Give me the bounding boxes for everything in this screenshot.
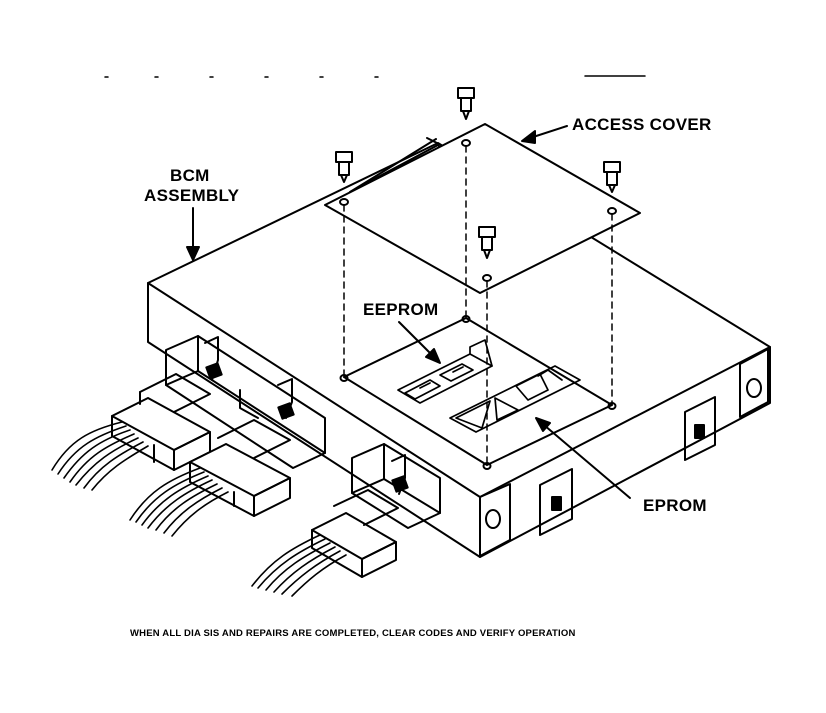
- chip-area: [339, 315, 617, 470]
- wire-harness-icon: [251, 534, 347, 597]
- screw-icon: [603, 161, 621, 193]
- wire-harness-icon: [129, 467, 229, 537]
- scan-marks: [104, 75, 646, 78]
- eprom-chip: [449, 365, 581, 433]
- housing-socket: [351, 443, 441, 529]
- end-panel: [479, 348, 769, 557]
- eeprom-label: EEPROM: [363, 300, 439, 319]
- eprom-label: EPROM: [643, 496, 707, 515]
- bcm-housing: [147, 137, 771, 558]
- arrow-icon: [535, 417, 631, 499]
- eeprom-chip: [397, 339, 493, 404]
- diagram-caption: WHEN ALL DIA SIS AND REPAIRS ARE COMPLET…: [130, 627, 576, 639]
- housing-socket: [165, 335, 326, 469]
- screw-icon: [457, 87, 475, 120]
- bcm-assembly-label-line2: ASSEMBLY: [144, 186, 240, 205]
- arrow-icon: [186, 207, 200, 261]
- screw-icon: [335, 151, 353, 183]
- alignment-lines: [343, 145, 613, 466]
- access-cover-label: ACCESS COVER: [572, 115, 712, 134]
- access-cover: [324, 123, 641, 294]
- connector-plug-icon: [111, 373, 211, 471]
- arrow-icon: [398, 321, 441, 364]
- arrow-icon: [521, 125, 568, 144]
- wire-harness-icon: [51, 421, 149, 491]
- screw-icon: [478, 226, 496, 259]
- bcm-assembly-label-line1: BCM: [170, 166, 210, 185]
- connector-plug-icon: [311, 489, 399, 578]
